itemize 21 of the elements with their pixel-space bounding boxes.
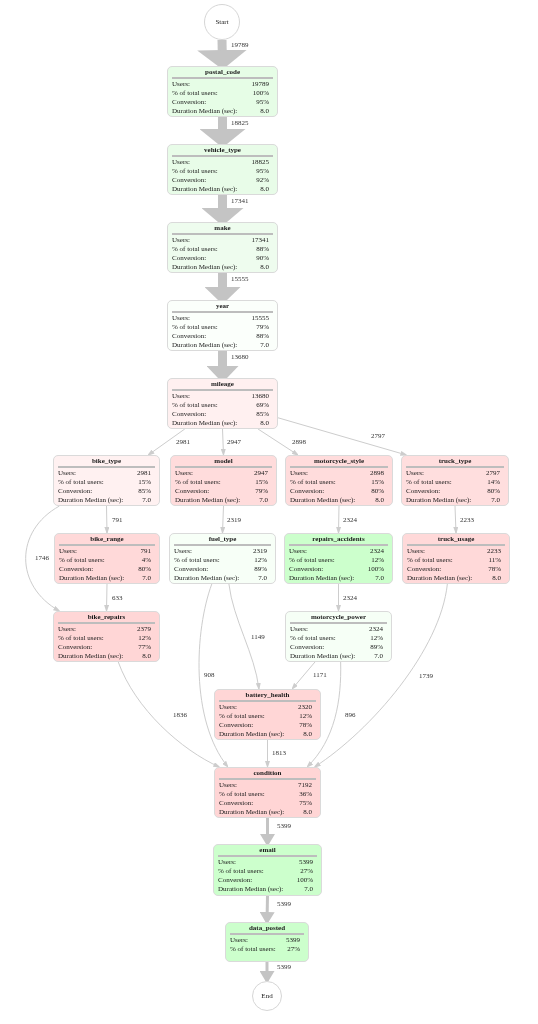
step-box: [167, 300, 278, 351]
step-box: [214, 689, 321, 740]
step-box: [170, 455, 277, 506]
step-box: [213, 844, 322, 896]
terminal-circle: [204, 4, 240, 40]
step-box: [53, 455, 160, 506]
step-box: [402, 533, 510, 584]
step-box: [285, 455, 393, 506]
step-box: [401, 455, 509, 506]
terminal-circle: [252, 981, 282, 1011]
step-box: [54, 533, 160, 584]
step-box: [167, 222, 278, 273]
step-box: [169, 533, 276, 584]
step-box: [53, 611, 160, 662]
step-box: [167, 144, 278, 195]
step-box: [214, 767, 321, 818]
step-box: [167, 66, 278, 117]
step-box: [285, 611, 392, 662]
step-box: [225, 922, 309, 962]
step-box: [284, 533, 393, 584]
step-box: [167, 378, 278, 429]
